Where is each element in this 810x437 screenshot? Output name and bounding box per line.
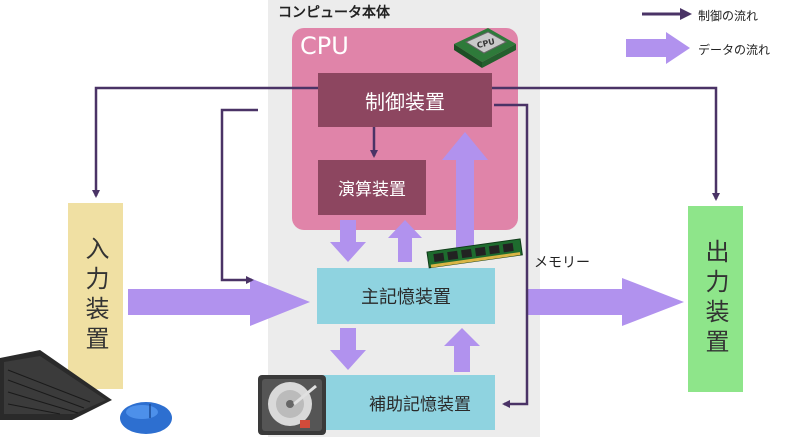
control-arrow-to-main (220, 108, 258, 284)
control-unit-box: 制御装置 (318, 73, 492, 127)
svg-text:CPU: CPU (476, 37, 496, 50)
input-device-box: 入力装置 (68, 203, 123, 389)
legend-data-flow-label: データの流れ (698, 43, 771, 57)
data-arrow-aux-to-main (444, 328, 480, 372)
keyboard-icon (0, 350, 112, 420)
legend-data-flow-arrow (626, 32, 690, 64)
memory-label: メモリー (534, 255, 590, 271)
computer-body-label: コンピュータ本体 (278, 5, 390, 21)
control-arrow-to-input (92, 86, 318, 198)
data-arrow-arith-to-main (330, 220, 366, 262)
data-arrow-main-to-control (442, 132, 488, 262)
legend-control-flow-arrow (642, 8, 692, 20)
auxiliary-storage-label: 補助記憶装置 (369, 395, 471, 415)
control-arrow-to-output (492, 86, 720, 201)
output-device-box: 出力装置 (688, 206, 743, 392)
data-arrow-main-to-arith (388, 220, 422, 262)
data-arrow-input-to-main (128, 278, 310, 326)
input-device-label: 入力装置 (81, 236, 109, 356)
main-memory-box: 主記憶装置 (317, 268, 495, 324)
arithmetic-unit-label: 演算装置 (338, 180, 406, 200)
data-arrow-main-to-output (526, 278, 684, 326)
control-unit-label: 制御装置 (365, 89, 445, 114)
ram-module-icon (426, 238, 523, 269)
control-arrow-to-aux (494, 103, 529, 408)
main-memory-label: 主記憶装置 (361, 287, 451, 308)
mouse-icon (120, 402, 172, 434)
data-arrow-main-to-aux (330, 328, 366, 370)
legend-control-flow-label: 制御の流れ (698, 9, 759, 23)
hard-disk-icon (258, 375, 326, 435)
output-device-label: 出力装置 (701, 239, 729, 359)
cpu-chip-icon: CPU (448, 26, 520, 70)
auxiliary-storage-box: 補助記憶装置 (317, 375, 495, 430)
arithmetic-unit-box: 演算装置 (318, 160, 426, 215)
cpu-label: CPU (300, 32, 349, 60)
